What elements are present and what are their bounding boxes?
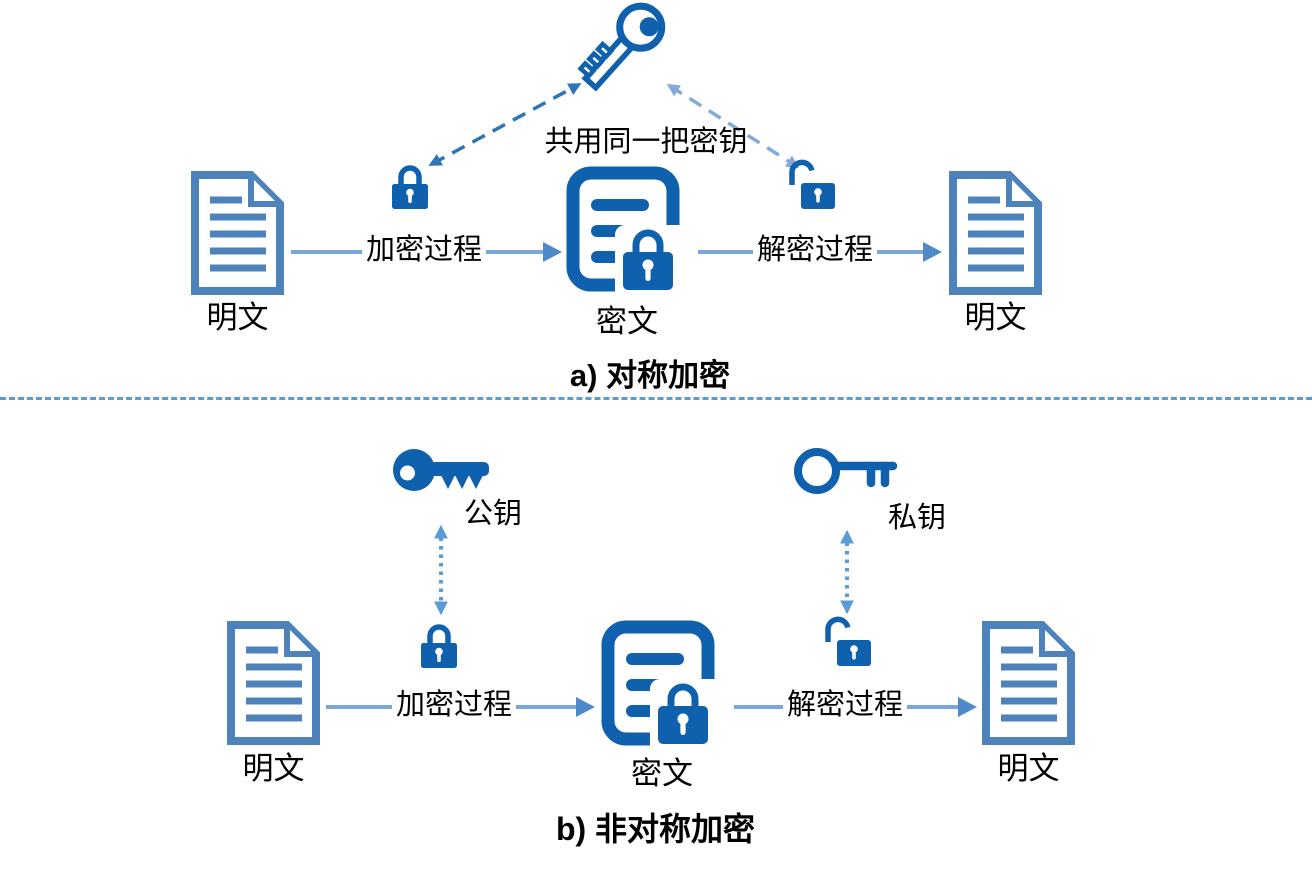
public-key-label: 公钥 — [463, 498, 522, 530]
document-icon — [185, 167, 290, 299]
plaintext-label-right: 明文 — [997, 751, 1060, 786]
ciphertext-label: 密文 — [596, 304, 658, 339]
lock-icon — [389, 161, 431, 211]
outline-key-icon — [792, 442, 904, 497]
unlock-icon — [821, 615, 875, 669]
plaintext-label-right: 明文 — [964, 300, 1027, 335]
shared-key-label: 共用同一把密钥 — [544, 126, 748, 158]
lock-icon — [418, 620, 460, 670]
dashed-arrow-right — [666, 83, 800, 169]
encrypted-document-icon — [561, 165, 706, 299]
ciphertext-label: 密文 — [631, 756, 693, 791]
dotted-arrow-left — [434, 524, 448, 616]
dashed-arrow-left — [428, 83, 582, 166]
private-key-label: 私钥 — [887, 502, 946, 534]
encrypt-process-label: 加密过程 — [362, 232, 486, 268]
document-icon — [943, 167, 1048, 299]
section-a-title: a) 对称加密 — [569, 358, 731, 393]
decrypt-process-label: 解密过程 — [753, 232, 877, 268]
section-divider — [0, 397, 1312, 400]
encrypt-process-label: 加密过程 — [392, 687, 516, 723]
document-icon — [221, 617, 326, 749]
dotted-arrow-right — [840, 529, 854, 615]
section-b-title: b) 非对称加密 — [555, 811, 756, 847]
document-icon — [976, 617, 1081, 749]
plaintext-label-left: 明文 — [206, 300, 269, 335]
unlock-icon — [785, 158, 839, 212]
decrypt-process-label: 解密过程 — [783, 687, 907, 723]
encrypted-document-icon — [596, 619, 741, 753]
plaintext-label-left: 明文 — [242, 751, 305, 786]
